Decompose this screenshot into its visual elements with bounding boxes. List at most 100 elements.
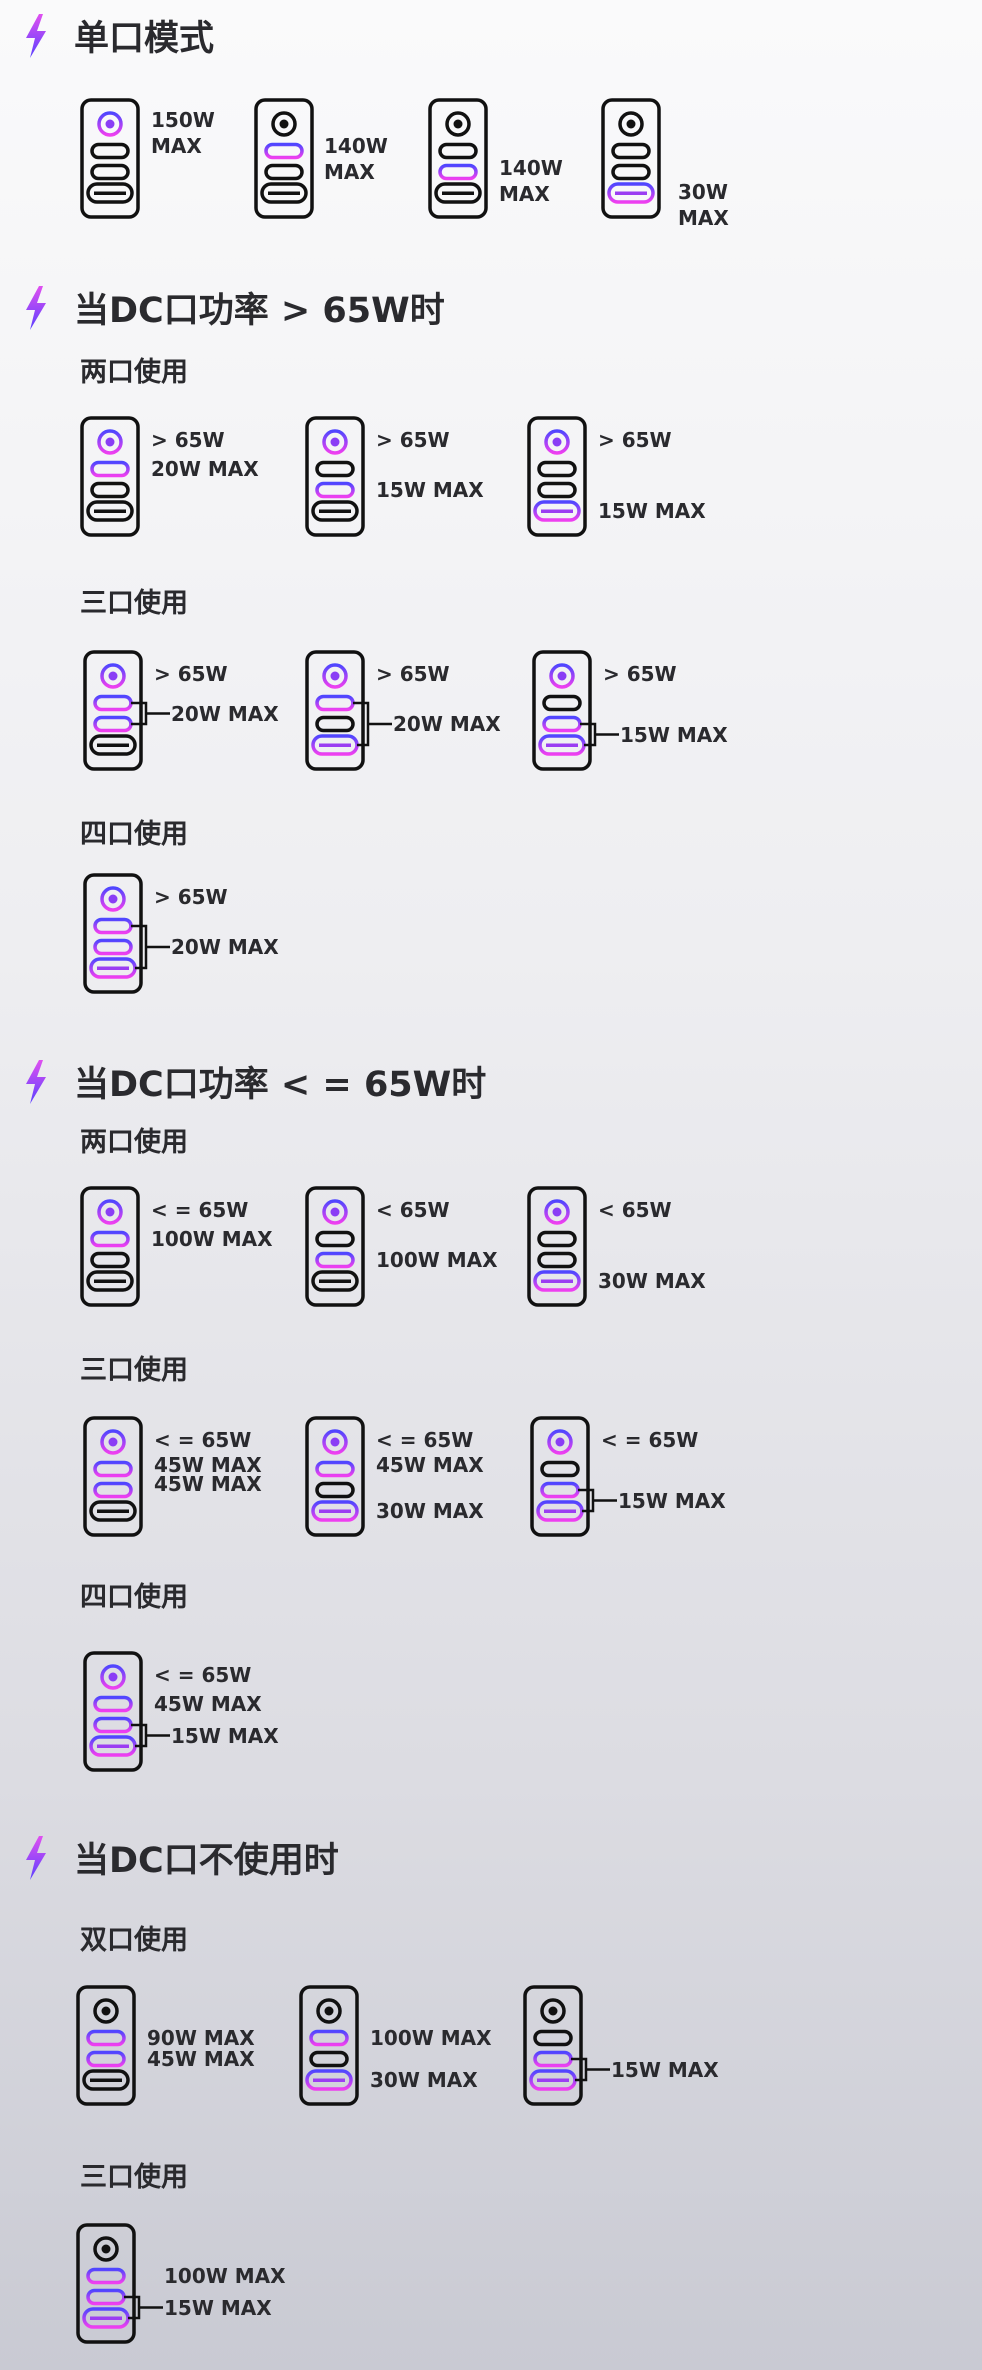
dc-port-icon — [100, 663, 126, 689]
usb-c-port-icon — [93, 1481, 133, 1499]
bracket-power-label: 15W MAX — [618, 1488, 726, 1513]
power-label: 30W — [678, 180, 728, 204]
charger-diagram — [80, 416, 140, 537]
usb-c-port-icon — [315, 460, 355, 478]
section-heading: 当DC口功率 > 65W时 — [24, 282, 445, 333]
power-label: 30W MAX — [370, 2068, 478, 2092]
charger-diagram — [76, 1985, 136, 2106]
usb-c-port-icon — [438, 142, 478, 160]
bracket-connector — [580, 722, 619, 747]
usb-c-port-icon — [533, 2050, 573, 2068]
usb-a-port-icon — [305, 2069, 353, 2091]
usb-c-port-icon — [540, 1460, 580, 1478]
bracket-connector — [124, 2295, 163, 2320]
dc-port-icon — [322, 1199, 348, 1225]
usb-a-port-icon — [89, 1735, 137, 1757]
usb-c-port-icon — [315, 481, 355, 499]
power-label: 90W MAX — [147, 2026, 255, 2050]
usb-c-port-icon — [315, 694, 355, 712]
power-label: 15W MAX — [376, 478, 484, 502]
usb-a-port-icon — [607, 182, 655, 204]
charger-body — [83, 1416, 143, 1537]
usb-a-port-icon — [536, 1500, 584, 1522]
lightning-bolt-icon — [26, 1835, 46, 1880]
dc-port-icon — [100, 886, 126, 912]
usb-c-port-icon — [309, 2029, 349, 2047]
dc-port-icon — [97, 429, 123, 455]
dc-port-icon — [322, 663, 348, 689]
group-subtitle: 两口使用 — [80, 1127, 188, 1158]
dc-port-icon — [540, 1998, 566, 2024]
usb-c-port-icon — [90, 460, 130, 478]
power-label: 30W MAX — [376, 1499, 484, 1523]
dc-port-icon — [97, 111, 123, 137]
section-title: 当DC口功率 < = 65W时 — [74, 1065, 487, 1105]
usb-c-port-icon — [90, 481, 130, 499]
charger-diagram — [601, 98, 661, 219]
bracket-connector — [578, 1488, 617, 1513]
usb-c-port-icon — [93, 917, 133, 935]
dc-port-icon — [547, 1429, 573, 1455]
power-label: 45W MAX — [154, 1692, 262, 1716]
usb-c-port-icon — [315, 1230, 355, 1248]
usb-c-port-icon — [90, 142, 130, 160]
power-label: > 65W — [603, 662, 677, 686]
charger-diagram — [76, 2223, 136, 2344]
power-label: 45W MAX — [376, 1453, 484, 1477]
charger-diagram — [527, 416, 587, 537]
power-label: < = 65W — [601, 1428, 699, 1452]
charger-diagram — [428, 98, 488, 219]
group-subtitle: 三口使用 — [80, 1355, 188, 1386]
charger-diagram — [83, 873, 143, 994]
power-label: 100W MAX — [164, 2264, 286, 2288]
charger-body — [530, 1416, 590, 1537]
usb-c-port-icon — [438, 163, 478, 181]
charger-body — [80, 1186, 140, 1307]
bracket-power-label: 15W MAX — [611, 2057, 719, 2082]
usb-c-port-icon — [309, 2050, 349, 2068]
bracket-power-label: 20W MAX — [171, 935, 279, 959]
charger-diagram — [80, 98, 140, 219]
charger-diagram — [305, 650, 365, 771]
usb-a-port-icon — [260, 182, 308, 204]
dc-port-icon — [93, 2236, 119, 2262]
charger-body — [83, 1651, 143, 1772]
dc-port-icon — [322, 1429, 348, 1455]
bracket-power-label: 15W MAX — [171, 1723, 279, 1748]
bracket-power-label: 20W MAX — [393, 712, 501, 736]
section-title: 当DC口不使用时 — [74, 1841, 339, 1881]
power-label: MAX — [324, 160, 375, 184]
power-label: > 65W — [154, 662, 228, 686]
section-heading: 当DC口不使用时 — [24, 1832, 339, 1883]
usb-c-port-icon — [537, 1251, 577, 1269]
usb-a-port-icon — [533, 1270, 581, 1292]
usb-a-port-icon — [529, 2069, 577, 2091]
charger-diagram — [523, 1985, 583, 2106]
dc-port-icon — [100, 1664, 126, 1690]
usb-c-port-icon — [315, 1481, 355, 1499]
lightning-bolt-icon — [26, 13, 46, 58]
usb-c-port-icon — [315, 715, 355, 733]
usb-c-port-icon — [611, 163, 651, 181]
charger-body — [299, 1985, 359, 2106]
charger-diagram — [83, 1651, 143, 1772]
lightning-bolt-icon — [26, 285, 46, 330]
power-label: MAX — [499, 182, 550, 206]
charger-body — [76, 2223, 136, 2344]
power-label: 15W MAX — [598, 499, 706, 523]
usb-a-port-icon — [82, 2307, 130, 2329]
bracket-connector — [571, 2057, 610, 2082]
charger-diagram — [254, 98, 314, 219]
power-label: 150W — [151, 108, 215, 132]
dc-port-icon — [618, 111, 644, 137]
dc-port-icon — [316, 1998, 342, 2024]
bracket-connector — [131, 701, 170, 726]
power-label: > 65W — [376, 662, 450, 686]
charger-diagram — [527, 1186, 587, 1307]
charger-body — [83, 873, 143, 994]
usb-c-port-icon — [264, 163, 304, 181]
bracket-power-label: 20W MAX — [171, 701, 279, 726]
group-subtitle: 三口使用 — [80, 588, 188, 619]
power-label: 100W MAX — [376, 1248, 498, 1272]
usb-a-port-icon — [538, 734, 586, 756]
